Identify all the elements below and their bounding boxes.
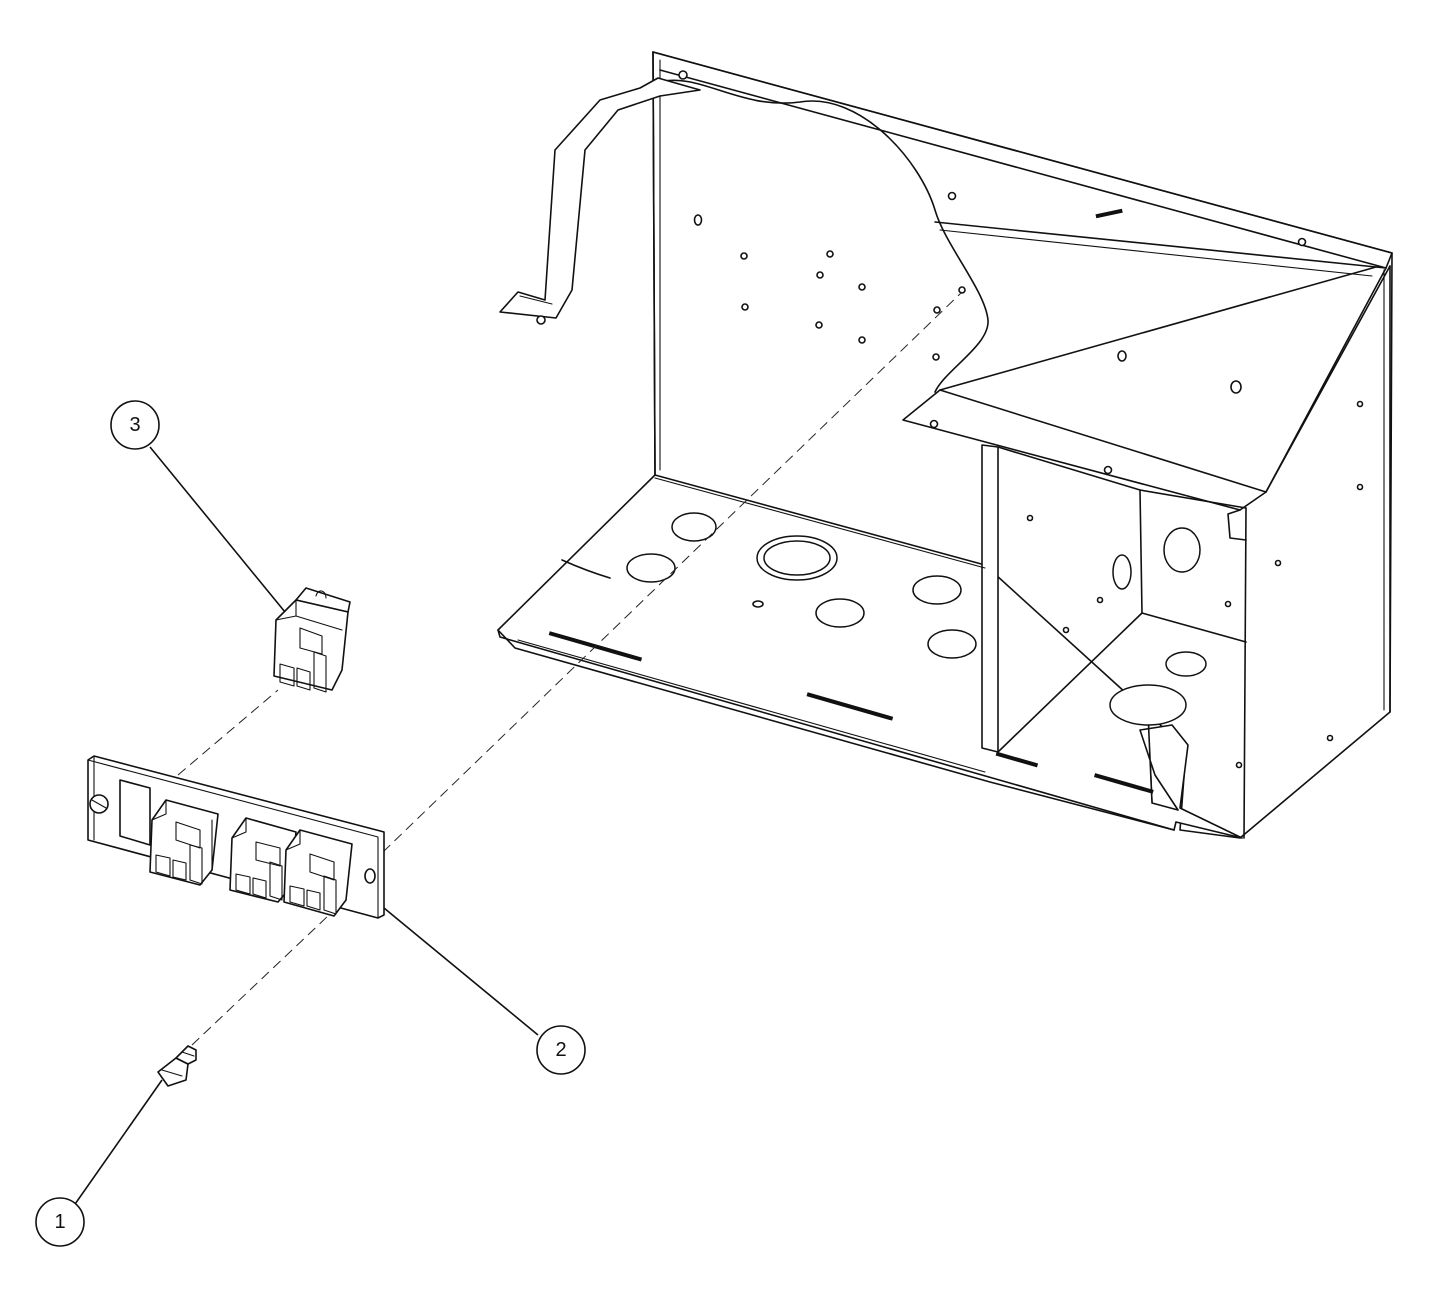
callout-2: 2 — [536, 1025, 586, 1075]
callout-2-label: 2 — [555, 1039, 566, 1061]
relay-b — [229, 817, 297, 903]
divider-wall — [981, 444, 999, 753]
relay-mounting-plate — [87, 755, 385, 919]
ground-strap — [499, 77, 701, 319]
relay-a — [149, 799, 219, 886]
callout-1: 1 — [35, 1197, 85, 1247]
relay-c — [283, 829, 353, 917]
screw — [157, 1045, 197, 1087]
callout-leaders — [72, 446, 539, 1208]
enclosure-chassis — [497, 51, 1393, 839]
relay-exploded — [273, 587, 351, 693]
assembly-guide-lines — [177, 291, 963, 1046]
enclosure-floor — [497, 474, 1243, 839]
callout-3-label: 3 — [129, 414, 140, 436]
floor-knockouts — [548, 512, 1207, 794]
callout-1-label: 1 — [54, 1211, 65, 1233]
callout-3: 3 — [110, 400, 160, 450]
back-wall-holes — [693, 191, 1364, 769]
